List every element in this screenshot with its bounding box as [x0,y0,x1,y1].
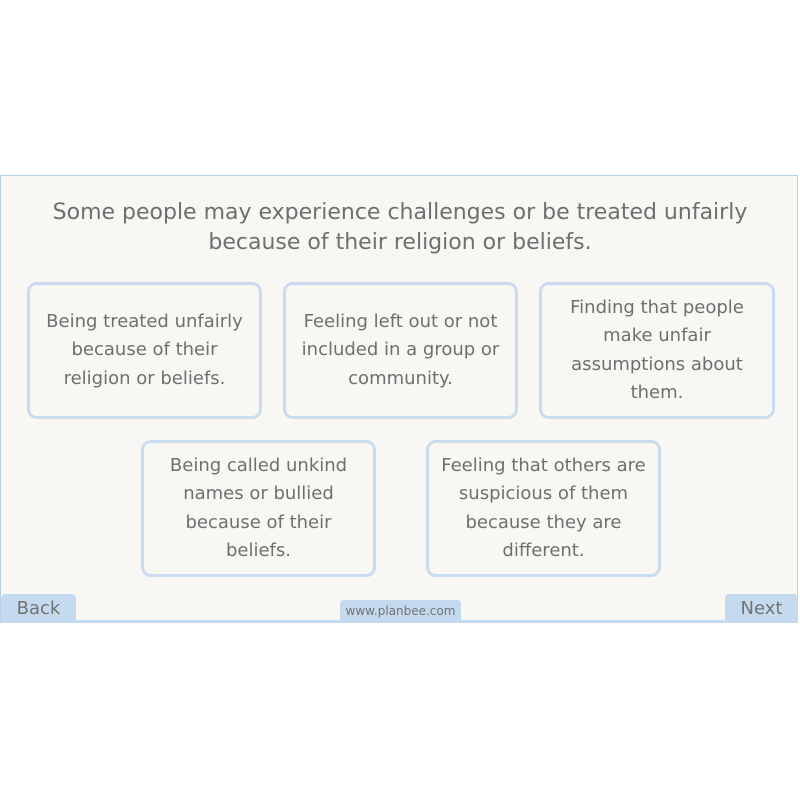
card-unkind-names: Being called unkind names or bullied bec… [141,440,376,577]
slide: Some people may experience challenges or… [0,175,798,623]
next-button-label: Next [740,597,783,619]
card-unfair-assumptions: Finding that people make unfair assumpti… [539,282,775,419]
back-button-label: Back [16,597,61,619]
next-button[interactable]: Next [725,594,798,622]
footer-url: www.planbee.com [340,600,461,622]
back-button[interactable]: Back [1,594,76,622]
card-text: Feeling that others are suspicious of th… [441,454,646,562]
card-text: Feeling left out or not included in a gr… [301,310,500,389]
card-left-out: Feeling left out or not included in a gr… [283,282,518,419]
slide-headline: Some people may experience challenges or… [52,200,748,255]
card-text: Finding that people make unfair assumpti… [570,296,744,404]
card-text: Being treated unfairly because of their … [46,310,243,389]
card-treated-unfairly: Being treated unfairly because of their … [27,282,262,419]
card-suspicious: Feeling that others are suspicious of th… [426,440,661,577]
footer-url-text: www.planbee.com [345,604,456,618]
card-text: Being called unkind names or bullied bec… [169,454,348,562]
